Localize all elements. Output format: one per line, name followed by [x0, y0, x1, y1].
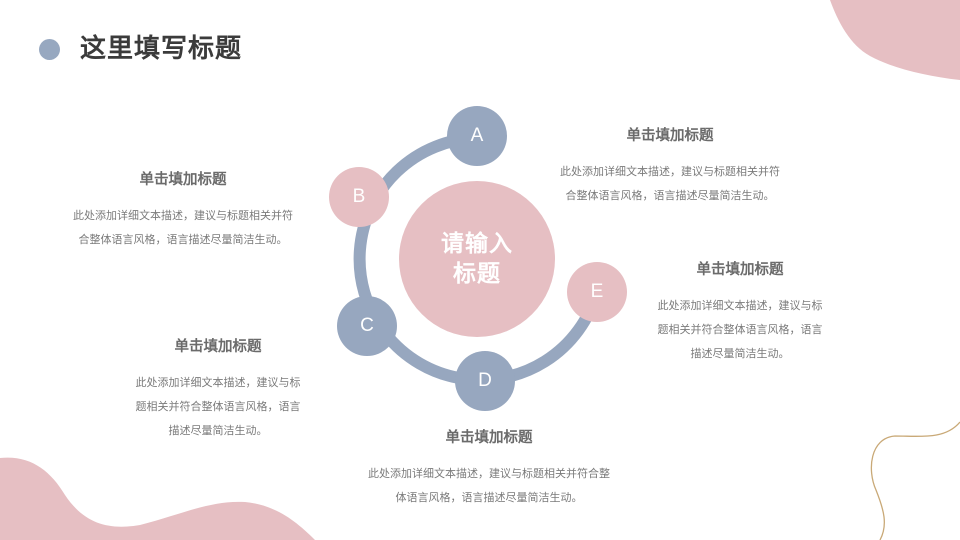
text-block-c-body[interactable]: 此处添加详细文本描述，建议与标 题相关并符合整体语言风格，语言 描述尽量简洁生动…: [118, 371, 318, 443]
node-d[interactable]: D: [455, 351, 515, 411]
text-block-e-body[interactable]: 此处添加详细文本描述，建议与标 题相关并符合整体语言风格，语言 描述尽量简洁生动…: [640, 294, 840, 366]
node-c-label: C: [360, 315, 374, 336]
body-line: 题相关并符合整体语言风格，语言: [657, 323, 823, 336]
text-block-a: 单击填加标题 此处添加详细文本描述，建议与标题相关并符 合整体语言风格，语言描述…: [545, 126, 795, 208]
body-line: 描述尽量简洁生动。: [168, 424, 268, 437]
body-line: 合整体语言风格，语言描述尽量简洁生动。: [78, 233, 288, 246]
center-title-circle[interactable]: 请输入 标题: [399, 181, 555, 337]
body-line: 体语言风格，语言描述尽量简洁生动。: [395, 491, 583, 504]
text-block-a-body[interactable]: 此处添加详细文本描述，建议与标题相关并符 合整体语言风格，语言描述尽量简洁生动。: [545, 160, 795, 208]
node-c[interactable]: C: [337, 296, 397, 356]
body-line: 描述尽量简洁生动。: [690, 347, 790, 360]
node-a[interactable]: A: [447, 106, 507, 166]
text-block-e: 单击填加标题 此处添加详细文本描述，建议与标 题相关并符合整体语言风格，语言 描…: [640, 260, 840, 366]
text-block-c: 单击填加标题 此处添加详细文本描述，建议与标 题相关并符合整体语言风格，语言 描…: [118, 337, 318, 443]
body-line: 此处添加详细文本描述，建议与标: [135, 376, 301, 389]
text-block-b-heading[interactable]: 单击填加标题: [139, 172, 227, 188]
body-line: 此处添加详细文本描述，建议与标题相关并符: [73, 209, 293, 222]
body-line: 合整体语言风格，语言描述尽量简洁生动。: [565, 189, 775, 202]
node-b[interactable]: B: [329, 167, 389, 227]
text-block-c-heading[interactable]: 单击填加标题: [174, 339, 262, 355]
text-block-b-body[interactable]: 此处添加详细文本描述，建议与标题相关并符 合整体语言风格，语言描述尽量简洁生动。: [58, 204, 308, 252]
body-line: 题相关并符合整体语言风格，语言: [135, 400, 301, 413]
text-block-d: 单击填加标题 此处添加详细文本描述，建议与标题相关并符合整 体语言风格，语言描述…: [344, 428, 634, 510]
text-block-e-heading[interactable]: 单击填加标题: [696, 262, 784, 278]
body-line: 此处添加详细文本描述，建议与标题相关并符: [560, 165, 780, 178]
node-b-label: B: [352, 186, 366, 207]
node-e[interactable]: E: [567, 262, 627, 322]
title-bullet-dot: [39, 39, 60, 60]
center-title-line1: 请输入: [441, 231, 513, 257]
node-a-label: A: [470, 125, 484, 146]
node-e-label: E: [590, 281, 604, 302]
body-line: 此处添加详细文本描述，建议与标: [657, 299, 823, 312]
text-block-d-heading[interactable]: 单击填加标题: [445, 430, 533, 446]
text-block-d-body[interactable]: 此处添加详细文本描述，建议与标题相关并符合整 体语言风格，语言描述尽量简洁生动。: [344, 462, 634, 510]
node-d-label: D: [478, 370, 492, 391]
text-block-b: 单击填加标题 此处添加详细文本描述，建议与标题相关并符 合整体语言风格，语言描述…: [58, 170, 308, 252]
text-block-a-heading[interactable]: 单击填加标题: [626, 128, 714, 144]
body-line: 此处添加详细文本描述，建议与标题相关并符合整: [368, 467, 610, 480]
center-title-line2: 标题: [453, 261, 501, 287]
page-title[interactable]: 这里填写标题: [80, 34, 243, 64]
